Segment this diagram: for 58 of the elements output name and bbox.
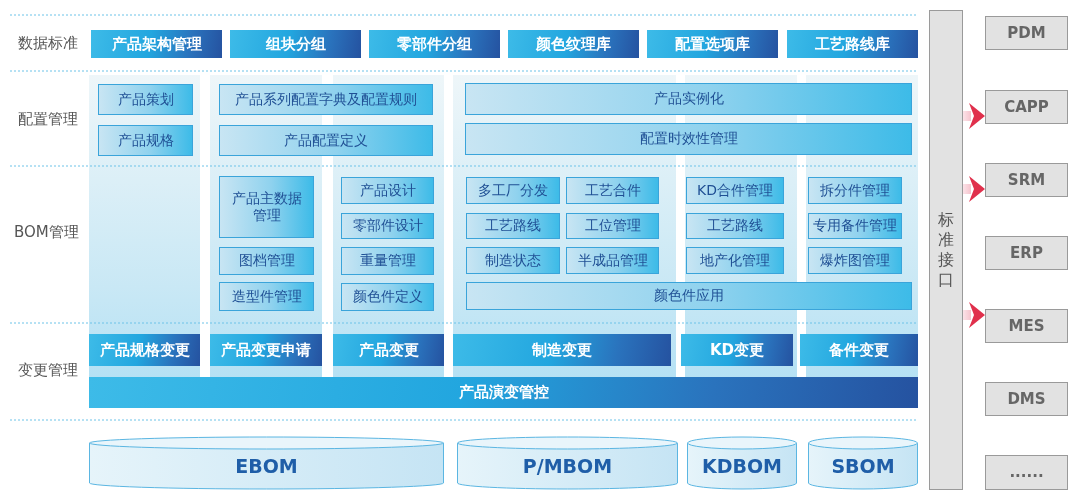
row-label: 变更管理	[18, 361, 78, 380]
function-box: 产品规格	[98, 125, 193, 156]
module-bar: 备件变更	[800, 334, 918, 366]
module-bar: 产品演变管控	[89, 377, 918, 408]
module-bar: 颜色纹理库	[508, 30, 639, 58]
function-box: 产品配置定义	[219, 125, 433, 156]
system-box: CAPP	[985, 90, 1068, 124]
function-box: 图档管理	[219, 247, 314, 275]
function-box: 颜色件应用	[466, 282, 912, 310]
function-box: 颜色件定义	[341, 283, 434, 311]
system-box: ......	[985, 455, 1068, 490]
row-label: 配置管理	[18, 110, 78, 129]
module-bar: 工艺路线库	[787, 30, 918, 58]
module-bar: 组块分组	[230, 30, 361, 58]
function-box: 制造状态	[466, 247, 560, 274]
function-box: 半成品管理	[566, 247, 659, 274]
system-box: MES	[985, 309, 1068, 343]
database-cylinder: KDBOM	[687, 436, 797, 490]
function-box: 多工厂分发	[466, 177, 560, 204]
module-bar: 产品架构管理	[91, 30, 222, 58]
function-box: KD合件管理	[686, 177, 784, 204]
function-box: 零部件设计	[341, 213, 434, 239]
module-bar: KD变更	[681, 334, 793, 366]
function-box: 配置时效性管理	[465, 123, 912, 155]
function-box: 产品系列配置字典及配置规则	[219, 84, 433, 115]
function-box: 产品主数据管理	[219, 176, 314, 238]
function-box: 造型件管理	[219, 282, 314, 311]
module-bar: 零部件分组	[369, 30, 500, 58]
function-box: 工艺合件	[566, 177, 659, 204]
module-bar: 制造变更	[453, 334, 671, 366]
function-box: 专用备件管理	[808, 213, 902, 239]
function-box: 产品策划	[98, 84, 193, 115]
function-box: 重量管理	[341, 247, 434, 275]
function-box: 拆分件管理	[808, 177, 902, 204]
function-box: 产品设计	[341, 177, 434, 204]
database-cylinder: P/MBOM	[457, 436, 678, 490]
function-box: 地产化管理	[686, 247, 784, 274]
system-box: PDM	[985, 16, 1068, 50]
system-box: ERP	[985, 236, 1068, 270]
function-box: 工艺路线	[686, 213, 784, 239]
arrow	[963, 302, 985, 328]
system-box: SRM	[985, 163, 1068, 197]
function-box: 工位管理	[566, 213, 659, 239]
row-label: BOM管理	[14, 223, 79, 242]
function-box: 产品实例化	[465, 83, 912, 115]
arrow	[963, 103, 985, 129]
function-box: 爆炸图管理	[808, 247, 902, 274]
module-bar: 产品变更	[333, 334, 444, 366]
database-cylinder: SBOM	[808, 436, 918, 490]
function-box: 工艺路线	[466, 213, 560, 239]
module-bar: 产品变更申请	[210, 334, 322, 366]
database-cylinder: EBOM	[89, 436, 444, 490]
arrow	[963, 176, 985, 202]
row-label: 数据标准	[18, 34, 78, 53]
module-bar: 配置选项库	[647, 30, 778, 58]
system-box: DMS	[985, 382, 1068, 416]
interface-bar: 标准接口	[929, 10, 963, 490]
module-bar: 产品规格变更	[89, 334, 200, 366]
